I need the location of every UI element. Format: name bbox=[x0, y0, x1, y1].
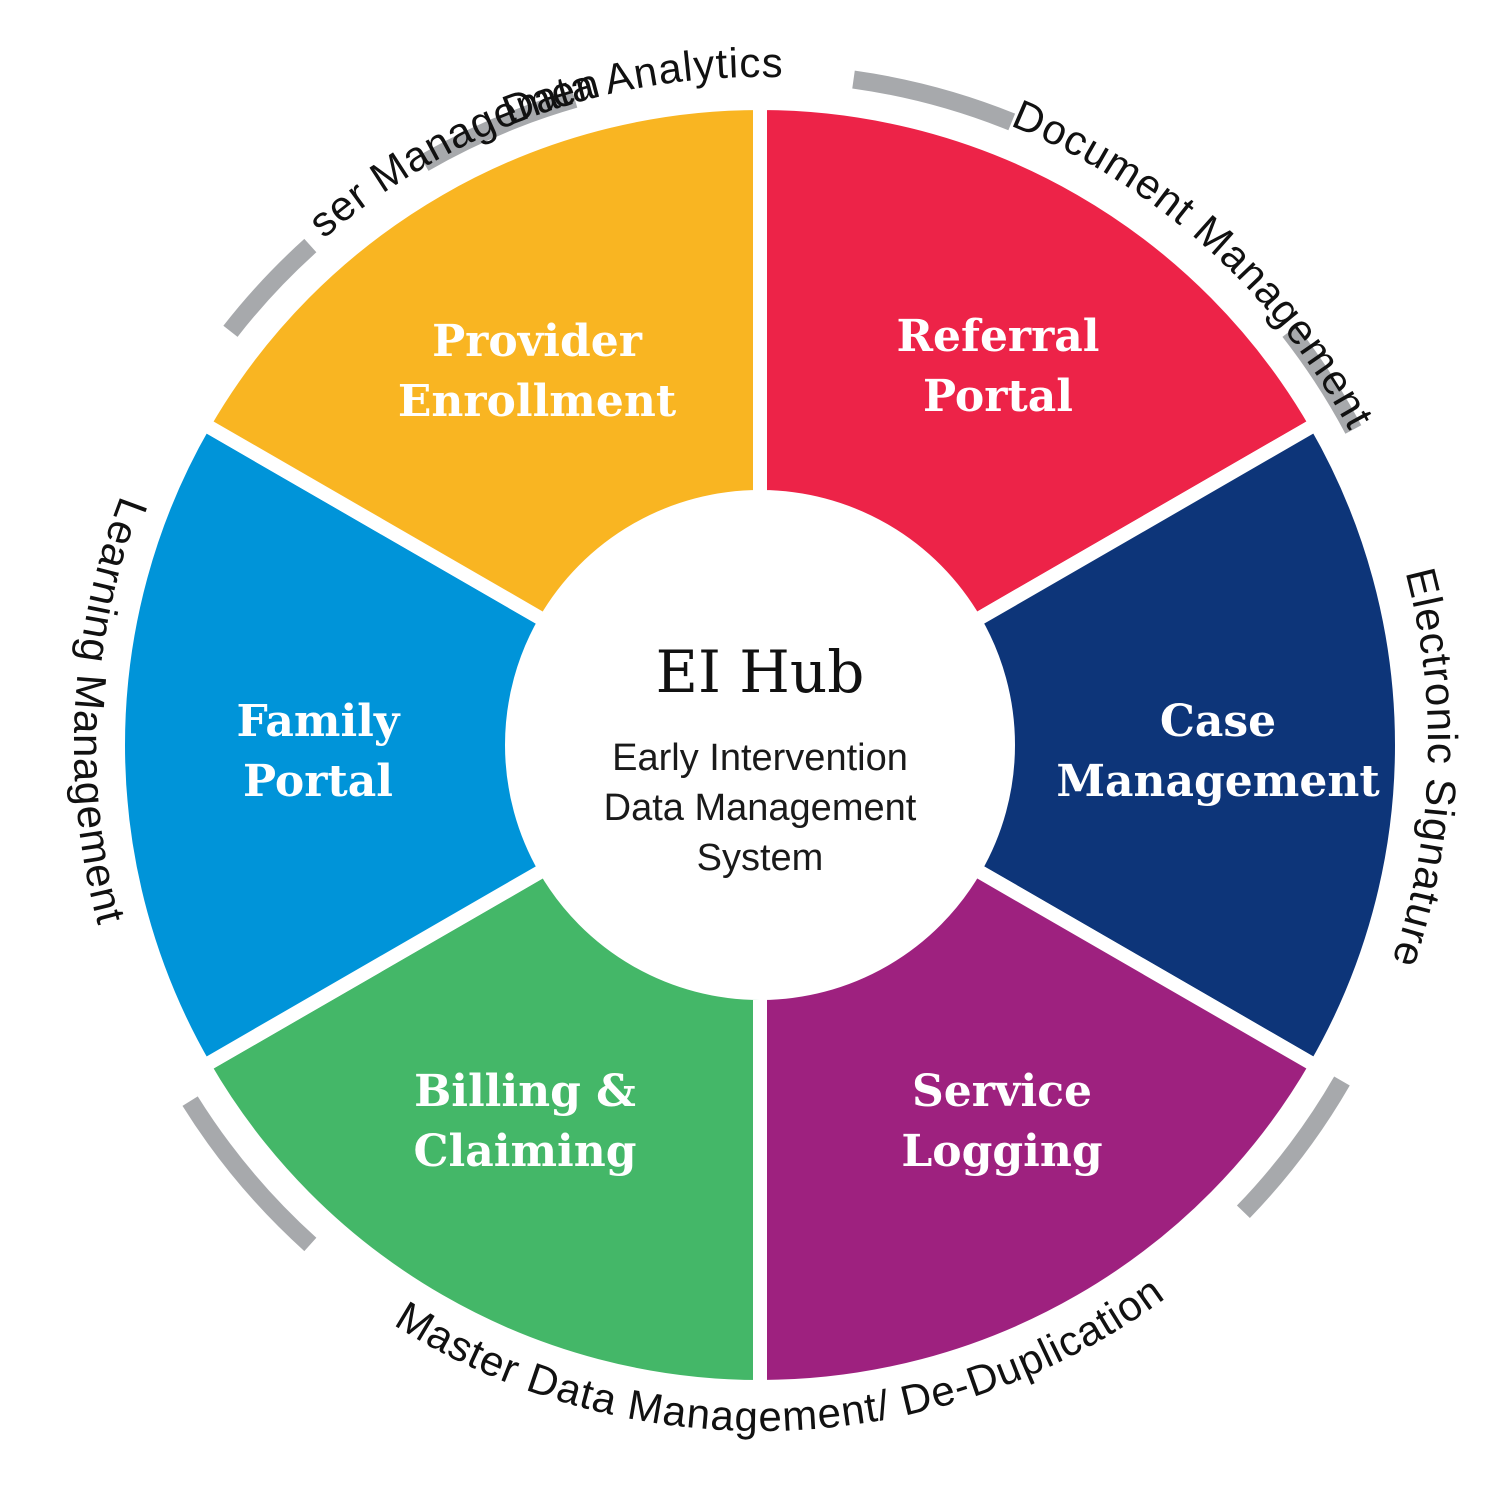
segment-label-family-portal-2: Portal bbox=[243, 756, 393, 807]
ring-separator-1 bbox=[852, 70, 1016, 131]
hub-subtitle-line-2: Data Management bbox=[604, 787, 917, 829]
ring-separator-2 bbox=[1282, 325, 1362, 434]
segment-label-service-logging-1: Service bbox=[912, 1066, 1092, 1117]
ring-separator-3 bbox=[1236, 1076, 1350, 1219]
hub-subtitle-line-1: Early Intervention bbox=[612, 737, 908, 779]
segment-label-provider-enrollment-2: Enrollment bbox=[398, 376, 677, 427]
ring-separator-4 bbox=[182, 1096, 317, 1252]
segment-label-provider-enrollment-1: Provider bbox=[432, 316, 643, 367]
segment-label-case-management-1: Case bbox=[1160, 696, 1276, 747]
ring-separator-6 bbox=[419, 90, 578, 171]
segment-label-service-logging-2: Logging bbox=[901, 1126, 1102, 1177]
ring-separator-5 bbox=[223, 238, 317, 337]
hub-subtitle-line-3: System bbox=[697, 837, 824, 879]
segment-label-billing-claiming-2: Claiming bbox=[414, 1126, 637, 1177]
hub-title: EI Hub bbox=[656, 638, 865, 706]
hub-center: EI Hub Early Intervention Data Managemen… bbox=[512, 497, 1008, 993]
segment-label-family-portal-1: Family bbox=[237, 696, 401, 747]
segment-label-referral-portal-2: Portal bbox=[923, 371, 1073, 422]
segment-label-referral-portal-1: Referral bbox=[896, 311, 1099, 362]
segments-layer: ReferralPortalCaseManagementServiceLoggi… bbox=[111, 95, 1410, 1395]
hub-circle bbox=[512, 497, 1008, 993]
segment-label-case-management-2: Management bbox=[1056, 756, 1380, 807]
segment-label-billing-claiming-1: Billing & bbox=[414, 1066, 636, 1117]
